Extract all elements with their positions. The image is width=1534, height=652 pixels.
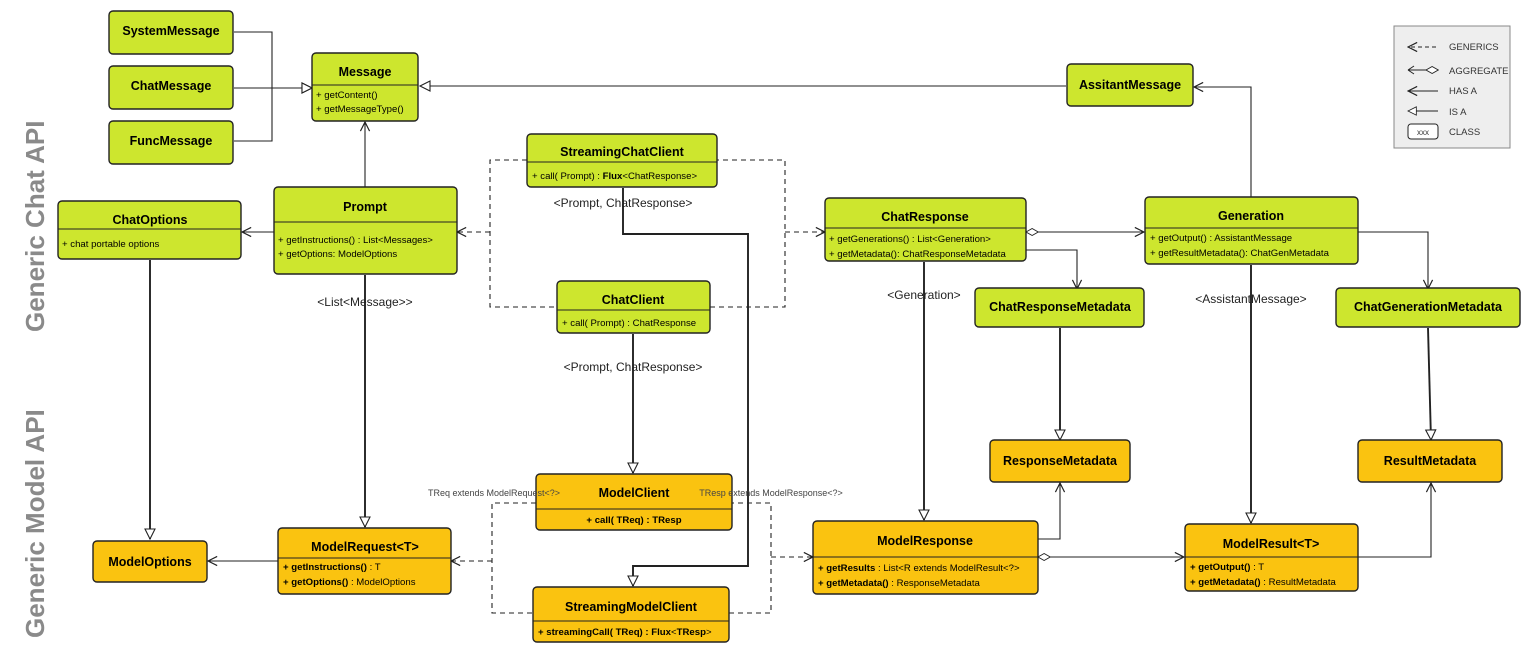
class-title: FuncMessage bbox=[130, 134, 213, 148]
svg-text:HAS A: HAS A bbox=[1449, 86, 1478, 97]
legend: GENERICS AGGREGATE HAS A IS A xxx CLASS bbox=[1393, 25, 1511, 149]
method-getoptions: + getOptions: ModelOptions bbox=[278, 249, 397, 260]
edge-generation-assistantmessage bbox=[1194, 87, 1252, 197]
member-chat-portable-options: + chat portable options bbox=[62, 239, 160, 250]
class-title: ResponseMetadata bbox=[1003, 454, 1118, 468]
class-title: ResultMetadata bbox=[1384, 454, 1477, 468]
class-streamingchatclient[interactable]: StreamingChatClient + call( Prompt) : Fl… bbox=[526, 133, 718, 188]
class-title: ModelRequest<T> bbox=[311, 540, 419, 554]
class-chatoptions[interactable]: ChatOptions + chat portable options bbox=[57, 200, 242, 260]
method-getoutput: + getOutput() : AssistantMessage bbox=[1150, 233, 1292, 244]
class-responsemetadata[interactable]: ResponseMetadata bbox=[989, 439, 1131, 483]
class-title: ModelResult<T> bbox=[1223, 537, 1320, 551]
class-title: ModelClient bbox=[599, 486, 671, 500]
edge-streamingchatclient-streamingmodelclient bbox=[622, 188, 749, 586]
method-call: + call( Prompt) : ChatResponse bbox=[562, 318, 696, 329]
connectors bbox=[208, 31, 1431, 561]
legend-is-a: IS A bbox=[1408, 107, 1467, 118]
class-modelresult[interactable]: ModelResult<T> + getOutput() : T + getMe… bbox=[1184, 523, 1359, 592]
class-title: StreamingChatClient bbox=[560, 145, 684, 159]
class-title: ChatOptions bbox=[113, 213, 188, 227]
svg-text:GENERICS: GENERICS bbox=[1449, 42, 1499, 53]
generic-list-message: <List<Message>> bbox=[317, 295, 412, 309]
legend-generics: GENERICS bbox=[1408, 42, 1499, 53]
generic-treq-extends: TReq extends ModelRequest<?> bbox=[428, 488, 560, 498]
class-generation[interactable]: Generation + getOutput() : AssistantMess… bbox=[1144, 196, 1359, 265]
class-resultmetadata[interactable]: ResultMetadata bbox=[1357, 439, 1503, 483]
dashed-clients-frame bbox=[489, 159, 786, 308]
class-modelresponse[interactable]: ModelResponse + getResults : List<R exte… bbox=[812, 520, 1039, 595]
class-modelrequest[interactable]: ModelRequest<T> + getInstructions() : T … bbox=[277, 527, 452, 595]
method-getinstructions: + getInstructions() : T bbox=[283, 562, 381, 573]
method-getinstructions: + getInstructions() : List<Messages> bbox=[278, 235, 433, 246]
method-getmetadata: + getMetadata(): ChatResponseMetadata bbox=[829, 249, 1006, 260]
edge-funcmessage-message bbox=[234, 88, 273, 142]
svg-text:xxx: xxx bbox=[1417, 128, 1429, 137]
svg-text:IS A: IS A bbox=[1449, 107, 1467, 118]
class-prompt[interactable]: Prompt + getInstructions() : List<Messag… bbox=[273, 186, 458, 275]
edge-modelresult-resultmetadata bbox=[1358, 483, 1431, 558]
class-title: ChatResponseMetadata bbox=[989, 300, 1132, 314]
legend-has-a: HAS A bbox=[1408, 86, 1478, 97]
svg-text:AGGREGATE: AGGREGATE bbox=[1449, 66, 1508, 77]
class-chatgenerationmetadata[interactable]: ChatGenerationMetadata bbox=[1335, 287, 1521, 328]
edge-modelresponse-responsemetadata bbox=[1038, 483, 1060, 540]
class-chatclient[interactable]: ChatClient + call( Prompt) : ChatRespons… bbox=[556, 280, 711, 334]
class-assistantmessage[interactable]: AssitantMessage bbox=[1066, 63, 1194, 107]
class-title: SystemMessage bbox=[122, 24, 219, 38]
side-label-model-api: Generic Model API bbox=[20, 409, 50, 638]
class-title: ChatGenerationMetadata bbox=[1354, 300, 1503, 314]
legend-aggregate: AGGREGATE bbox=[1407, 65, 1508, 77]
method-call-flux: + call( Prompt) : Flux<ChatResponse> bbox=[532, 171, 697, 182]
method-getcontent: + getContent() bbox=[316, 90, 378, 101]
generic-prompt-chatresponse-top: <Prompt, ChatResponse> bbox=[554, 196, 693, 210]
method-getresultmetadata: + getResultMetadata(): ChatGenMetadata bbox=[1150, 248, 1330, 259]
method-getgenerations: + getGenerations() : List<Generation> bbox=[829, 234, 991, 245]
class-funcmessage[interactable]: FuncMessage bbox=[108, 120, 234, 165]
class-systemmessage[interactable]: SystemMessage bbox=[108, 10, 234, 55]
method-getresults: + getResults : List<R extends ModelResul… bbox=[818, 563, 1020, 574]
edge-cgmetadata-resultmetadata bbox=[1428, 327, 1431, 440]
class-title: AssitantMessage bbox=[1079, 78, 1181, 92]
class-chatresponsemetadata[interactable]: ChatResponseMetadata bbox=[974, 287, 1145, 328]
class-title: ChatMessage bbox=[131, 79, 212, 93]
generics-connectors bbox=[451, 159, 825, 614]
method-call: + call( TReq) : TResp bbox=[586, 515, 681, 526]
class-modelclient[interactable]: ModelClient + call( TReq) : TResp bbox=[535, 473, 733, 531]
class-message[interactable]: Message + getContent() + getMessageType(… bbox=[311, 52, 419, 122]
class-streamingmodelclient[interactable]: StreamingModelClient + streamingCall( TR… bbox=[532, 586, 730, 643]
class-title: ChatResponse bbox=[881, 210, 969, 224]
class-title: Message bbox=[339, 65, 392, 79]
edge-generation-cgmetadata bbox=[1358, 231, 1428, 289]
layer-connectors bbox=[150, 188, 1431, 586]
dashed-modelclients-frame bbox=[491, 502, 772, 614]
generic-tresp-extends: TResp extends ModelResponse<?> bbox=[699, 488, 843, 498]
edge-systemmessage-message bbox=[234, 31, 312, 88]
svg-text:CLASS: CLASS bbox=[1449, 127, 1480, 138]
method-getmessagetype: + getMessageType() bbox=[316, 104, 404, 115]
class-title: ModelOptions bbox=[108, 555, 191, 569]
generic-prompt-chatresponse-bottom: <Prompt, ChatResponse> bbox=[564, 360, 703, 374]
class-title: StreamingModelClient bbox=[565, 600, 698, 614]
class-modeloptions[interactable]: ModelOptions bbox=[92, 540, 208, 583]
class-chatmessage[interactable]: ChatMessage bbox=[108, 65, 234, 110]
class-title: Generation bbox=[1218, 209, 1284, 223]
method-getmetadata: + getMetadata() : ResponseMetadata bbox=[818, 578, 981, 589]
method-getmetadata: + getMetadata() : ResultMetadata bbox=[1190, 577, 1336, 588]
class-title: ChatClient bbox=[602, 293, 665, 307]
generic-generation: <Generation> bbox=[887, 288, 960, 302]
method-streamingcall: + streamingCall( TReq) : Flux<TResp> bbox=[538, 627, 712, 638]
generic-assistant-message: <AssistantMessage> bbox=[1195, 292, 1306, 306]
class-title: Prompt bbox=[343, 200, 388, 214]
class-title: ModelResponse bbox=[877, 534, 973, 548]
method-getoutput: + getOutput() : T bbox=[1190, 562, 1264, 573]
edge-chatresponse-crmetadata bbox=[1026, 249, 1077, 289]
method-getoptions: + getOptions() : ModelOptions bbox=[283, 577, 416, 588]
class-chatresponse[interactable]: ChatResponse + getGenerations() : List<G… bbox=[824, 197, 1027, 262]
side-label-chat-api: Generic Chat API bbox=[20, 121, 50, 332]
legend-class: xxx CLASS bbox=[1407, 123, 1480, 140]
